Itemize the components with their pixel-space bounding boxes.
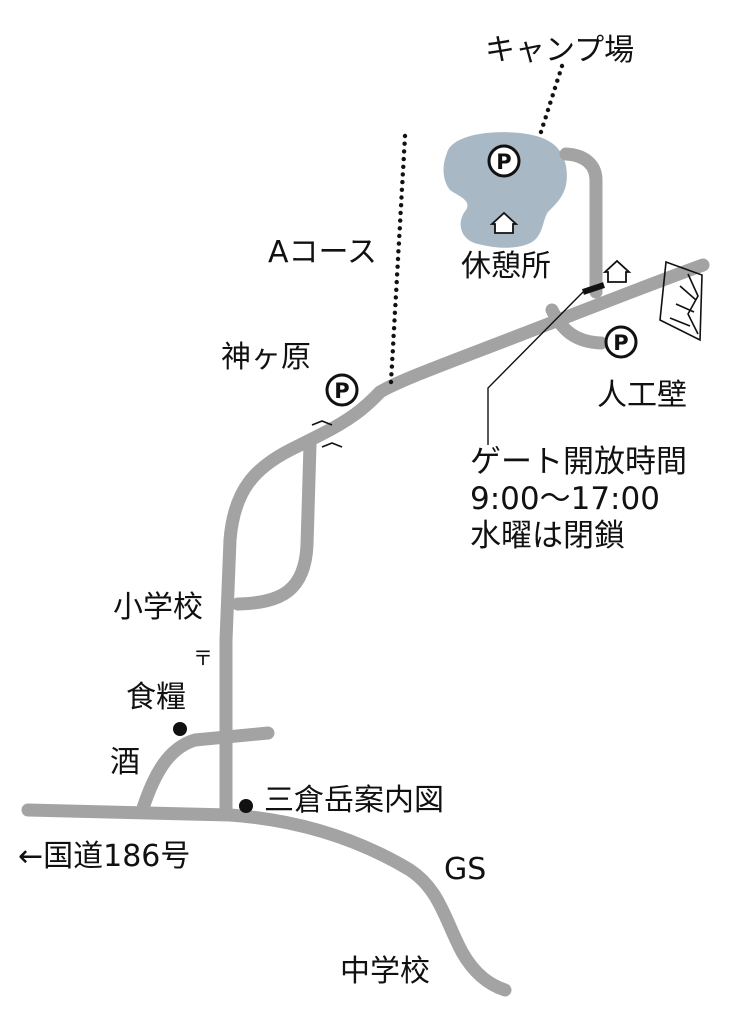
trail-camp [538, 63, 565, 135]
post-office-icon: 〒 [193, 646, 213, 670]
gate-bar [582, 282, 605, 295]
svg-text:P: P [613, 331, 628, 355]
trail-dot [395, 264, 400, 269]
trail-dot [400, 179, 405, 185]
kamigahara-label: 神ヶ原 [221, 340, 311, 375]
food-store-label: 食糧 [126, 680, 186, 715]
route186-label: ←国道186号 [18, 839, 191, 874]
trail-map-marker [239, 799, 253, 813]
trail-dot [550, 93, 555, 98]
trail-dot [401, 156, 406, 162]
trail-dot [392, 318, 397, 323]
road-route186 [21, 803, 512, 997]
trail-dot [402, 141, 407, 146]
trail-dot [401, 149, 407, 154]
liquor-store-label: 酒 [110, 745, 140, 780]
elementary-school-label: 小学校 [113, 590, 203, 625]
trail-dot [552, 85, 558, 91]
parking-icon-wall: P [604, 325, 638, 359]
food-store-marker [173, 722, 187, 736]
trail-dot [401, 164, 406, 169]
parking-icon-kamigahara: P [325, 373, 359, 407]
gate-hours-note: ゲート開放時間 9:00〜17:00 水曜は閉鎖 [470, 444, 687, 555]
climbing-wall-icon [659, 260, 703, 342]
trail-dot [391, 326, 397, 331]
trail-dot [399, 187, 405, 192]
junior-high-label: 中学校 [340, 954, 430, 989]
mikuradake-map-label: 三倉岳案内図 [264, 783, 444, 818]
trail-dot [538, 129, 544, 135]
trail-dot [394, 287, 399, 292]
trail-dot [402, 133, 408, 139]
trail-dot [391, 333, 396, 339]
road-parking-branch [545, 303, 608, 350]
trail-dot [389, 372, 394, 377]
trail-dot [392, 310, 398, 315]
trail-dot [396, 241, 402, 246]
trail-dot [400, 172, 405, 177]
a-course-label: Aコース [268, 235, 378, 270]
trail-dot [398, 203, 404, 208]
trail-dot [559, 63, 565, 69]
road-main [219, 258, 710, 820]
rest-house-icon [489, 211, 519, 234]
trail-dot [543, 115, 548, 120]
svg-text:P: P [496, 150, 511, 174]
trail-dot [389, 364, 395, 369]
trail-dot [395, 256, 401, 262]
trail-dot [390, 349, 395, 354]
trail-a-course [388, 133, 408, 385]
trail-dot [557, 71, 562, 76]
road-school-loop [231, 438, 317, 611]
rest-area-label: 休憩所 [461, 249, 551, 284]
gas-station-label: GS [444, 852, 487, 887]
svg-text:P: P [334, 379, 349, 403]
gate-leader-line [487, 289, 586, 445]
trail-dot [391, 341, 396, 346]
trail-dot [393, 295, 398, 300]
trail-dot [399, 195, 404, 200]
parking-icon-lake: P [487, 144, 521, 178]
gate-hours-time: 9:00〜17:00 [470, 481, 660, 517]
bridge-icon [311, 420, 343, 448]
trail-dot [548, 100, 553, 105]
camp-label: キャンプ場 [485, 33, 635, 68]
trail-dot [398, 218, 403, 223]
trail-dot [388, 379, 394, 385]
gate-house-icon [602, 259, 632, 283]
trail-dot [397, 226, 402, 231]
trail-dot [390, 356, 395, 362]
trail-dot [397, 233, 402, 239]
gate-hours-title: ゲート開放時間 [470, 444, 687, 480]
gate-closed-day: 水曜は閉鎖 [470, 518, 625, 554]
trail-dot [545, 107, 551, 113]
road-camp [559, 147, 603, 299]
trail-dot [398, 210, 403, 216]
trail-dot [541, 122, 546, 127]
climbing-wall-label: 人工壁 [597, 378, 687, 413]
road-side [136, 726, 275, 815]
trail-dot [394, 272, 400, 277]
trail-dot [396, 249, 401, 254]
trail-dot [555, 78, 560, 83]
trail-dot [394, 279, 399, 285]
trail-dot [393, 302, 398, 308]
lake [443, 132, 567, 248]
